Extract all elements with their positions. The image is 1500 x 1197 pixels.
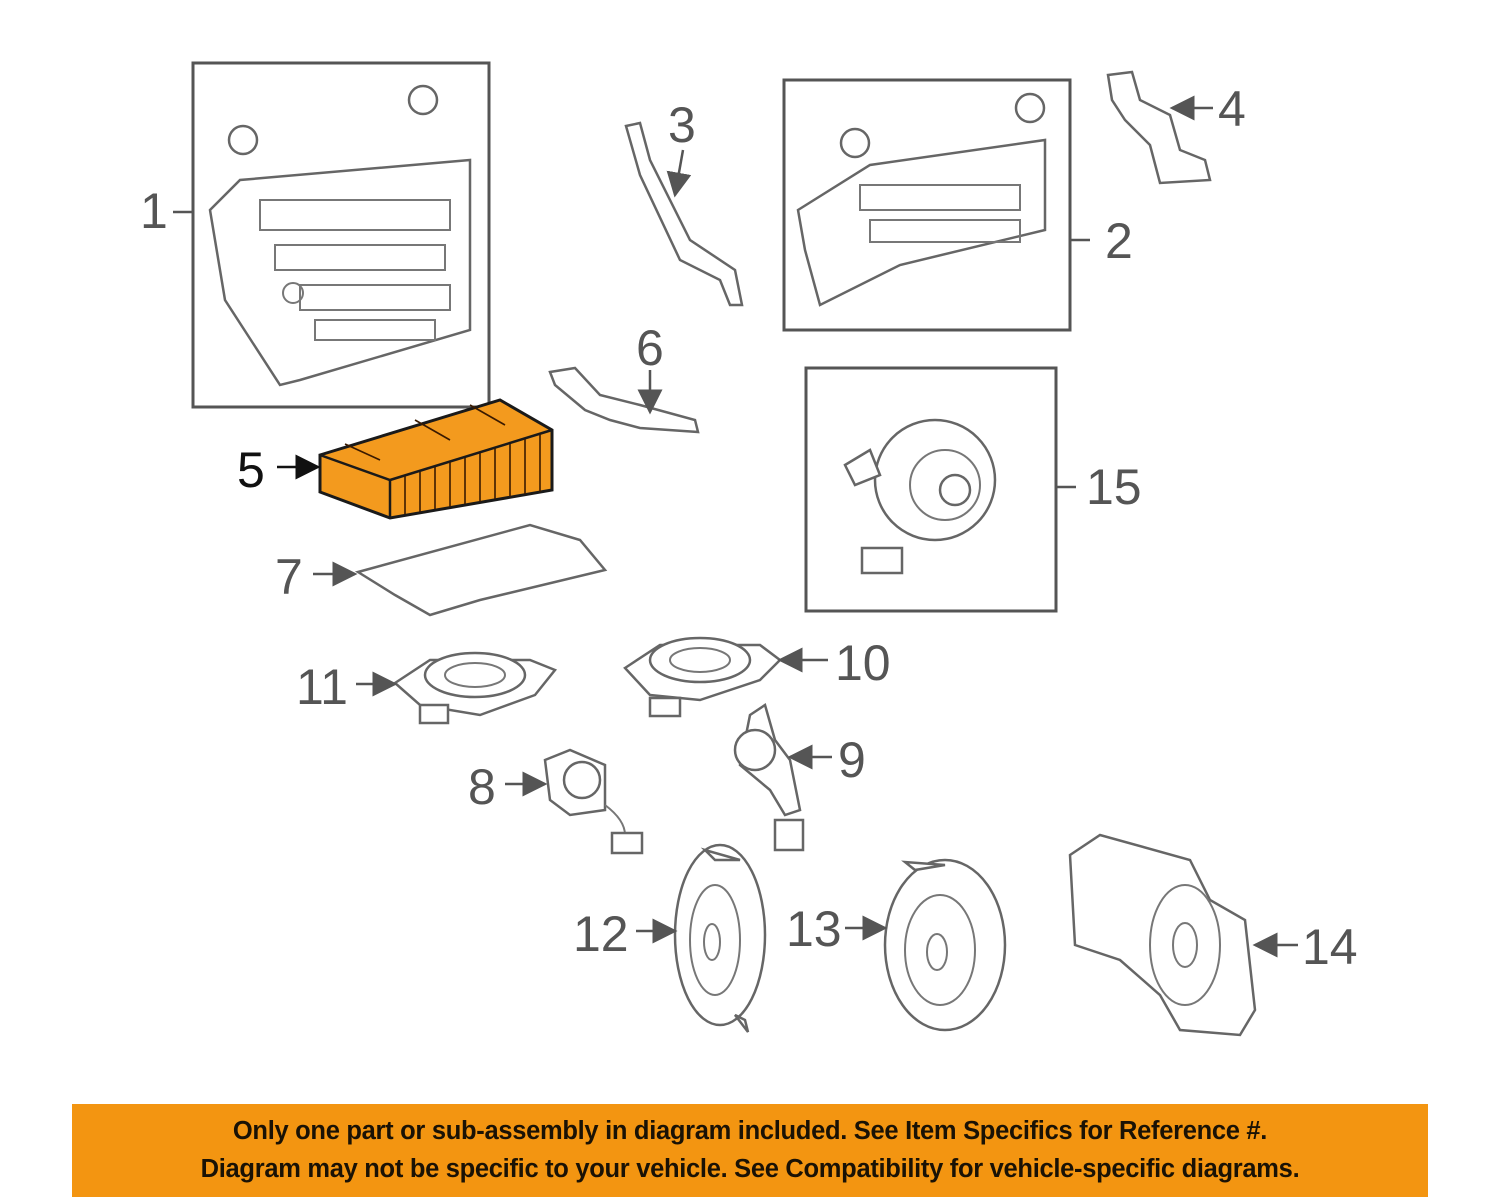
callout-11: 11 — [296, 659, 348, 715]
part-13-speaker[interactable] — [883, 858, 1007, 1032]
part-5-amplifier-highlighted[interactable] — [318, 398, 554, 520]
part-6-bracket[interactable] — [548, 366, 700, 434]
callout-4: 4 — [1218, 81, 1246, 137]
callout-2: 2 — [1105, 213, 1133, 269]
part-8-speaker[interactable] — [543, 748, 644, 855]
part-2-radio-control[interactable] — [782, 78, 1072, 332]
callout-9: 9 — [838, 732, 866, 788]
callout-8: 8 — [468, 759, 496, 815]
part-15-switch-assembly[interactable] — [804, 366, 1058, 613]
callout-10: 10 — [835, 635, 891, 691]
callout-13: 13 — [786, 901, 842, 957]
part-4-bracket[interactable] — [1106, 70, 1212, 185]
part-3-bracket[interactable] — [624, 121, 744, 307]
callout-14: 14 — [1302, 919, 1358, 975]
part-7-bracket-plate[interactable] — [354, 523, 608, 617]
disclaimer-banner: Only one part or sub-assembly in diagram… — [72, 1104, 1428, 1197]
parts-diagram: 1 2 3 4 5 6 7 — [140, 61, 1358, 1037]
disclaimer-line-2: Diagram may not be specific to your vehi… — [200, 1155, 1300, 1183]
part-9-speaker[interactable] — [733, 703, 805, 852]
callout-7: 7 — [275, 549, 303, 605]
part-14-subwoofer[interactable] — [1068, 833, 1257, 1037]
callout-6: 6 — [636, 320, 664, 376]
callout-1: 1 — [140, 183, 168, 239]
callout-15: 15 — [1086, 459, 1142, 515]
part-12-speaker[interactable] — [673, 843, 767, 1033]
disclaimer-line-1: Only one part or sub-assembly in diagram… — [232, 1117, 1268, 1145]
callout-5: 5 — [237, 442, 265, 498]
part-10-tweeter[interactable] — [623, 636, 782, 718]
callout-3: 3 — [668, 97, 696, 153]
part-11-tweeter[interactable] — [392, 651, 558, 725]
callout-12: 12 — [573, 906, 629, 962]
part-1-center-panel[interactable] — [191, 61, 491, 409]
